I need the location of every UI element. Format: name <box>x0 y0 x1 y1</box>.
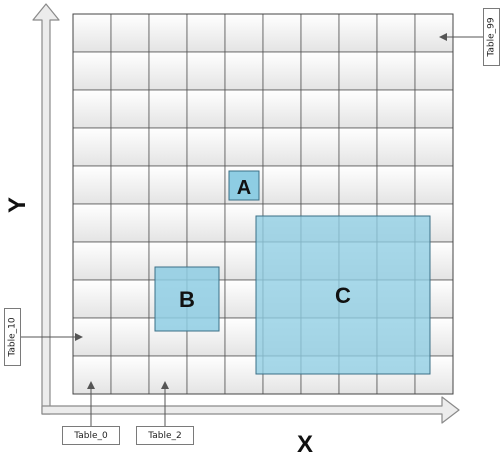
grid-cell <box>300 165 340 205</box>
grid-cell <box>110 355 150 395</box>
grid-cell <box>376 127 416 167</box>
grid-cell <box>414 51 454 91</box>
callout-connector-table-0 <box>87 381 95 426</box>
region-a[interactable]: A <box>228 170 260 201</box>
grid-cell <box>376 51 416 91</box>
grid-cell <box>110 317 150 357</box>
grid-cell <box>110 89 150 129</box>
grid-cell <box>186 13 226 53</box>
y-axis-arrow <box>32 3 60 415</box>
grid-cell <box>376 165 416 205</box>
grid-cell <box>338 51 378 91</box>
grid-cell <box>300 51 340 91</box>
grid-cell <box>376 89 416 129</box>
grid-cell <box>72 127 112 167</box>
grid-cell <box>300 127 340 167</box>
grid-cell <box>300 13 340 53</box>
grid-cell <box>414 165 454 205</box>
grid-cell <box>338 13 378 53</box>
grid-cell <box>72 13 112 53</box>
grid-cell <box>224 89 264 129</box>
grid-cell <box>262 89 302 129</box>
grid-cell <box>72 203 112 243</box>
grid-cell <box>414 13 454 53</box>
grid-cell <box>376 13 416 53</box>
grid-cell <box>262 13 302 53</box>
y-axis-label: Y <box>4 196 32 214</box>
grid-cell <box>186 355 226 395</box>
grid-cell <box>414 127 454 167</box>
grid-cell <box>300 89 340 129</box>
grid-cell <box>148 89 188 129</box>
grid-cell <box>414 89 454 129</box>
grid-cell <box>148 127 188 167</box>
callout-table-10: Table_10 <box>4 308 21 366</box>
grid-cell <box>262 51 302 91</box>
grid-cell <box>338 127 378 167</box>
grid-cell <box>110 241 150 281</box>
grid-cell <box>338 165 378 205</box>
region-c[interactable]: C <box>255 215 431 375</box>
grid-cell <box>110 51 150 91</box>
region-c-label: C <box>335 283 351 308</box>
region-a-label: A <box>237 177 251 199</box>
callout-table-99-label: Table_99 <box>486 17 497 57</box>
grid-cell <box>262 127 302 167</box>
grid-cell <box>110 127 150 167</box>
grid-cell <box>110 203 150 243</box>
callout-connector-table-2 <box>161 381 169 426</box>
grid-cell <box>148 203 188 243</box>
grid-cell <box>148 51 188 91</box>
grid-cell <box>186 165 226 205</box>
grid-cell <box>148 13 188 53</box>
grid-cell <box>148 165 188 205</box>
grid-border <box>72 13 454 395</box>
grid-cell <box>110 165 150 205</box>
callout-table-10-label: Table_10 <box>7 317 18 357</box>
grid-cell <box>186 127 226 167</box>
grid-cell <box>224 13 264 53</box>
grid-cell <box>262 165 302 205</box>
region-b[interactable]: B <box>154 266 220 332</box>
grid-cell <box>72 89 112 129</box>
grid-cell <box>110 13 150 53</box>
grid-cell <box>186 51 226 91</box>
region-b-label: B <box>179 287 195 312</box>
callout-table-2-label: Table_2 <box>148 430 182 441</box>
callout-table-0: Table_0 <box>62 426 120 445</box>
x-axis-label: X <box>297 431 314 458</box>
callout-table-99: Table_99 <box>483 8 500 66</box>
grid-cell <box>186 203 226 243</box>
x-axis-arrow <box>41 396 460 424</box>
grid-cell <box>224 127 264 167</box>
callout-table-0-label: Table_0 <box>74 430 108 441</box>
callout-connector-table-10 <box>21 333 83 341</box>
grid-cell <box>72 51 112 91</box>
grid-cell <box>224 51 264 91</box>
callout-table-2: Table_2 <box>136 426 194 445</box>
grid-cell <box>110 279 150 319</box>
callout-connector-table-99 <box>439 33 483 41</box>
grid-cell <box>186 89 226 129</box>
grid-cell <box>338 89 378 129</box>
grid-cell <box>72 165 112 205</box>
grid-cell <box>72 279 112 319</box>
grid-cell <box>72 241 112 281</box>
